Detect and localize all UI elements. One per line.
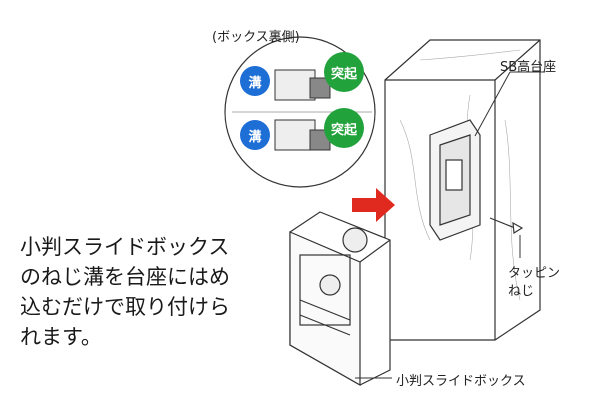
tapping-screw-label-line2: ねじ [508, 284, 535, 299]
groove-badge-1: 溝 [240, 66, 270, 96]
leader-lines [355, 71, 545, 379]
protrusion-badge-2: 突起 [324, 108, 364, 148]
sb-base-label: SB高台座 [500, 60, 557, 75]
caption-line-2: のねじ溝を台座にはめ [20, 265, 230, 289]
tapping-screw-label-line1: タッピン [508, 266, 561, 281]
detail-contents [232, 69, 372, 151]
slide-box-label: 小判スライドボックス [396, 374, 526, 389]
caption-line-4: れます。 [20, 325, 102, 349]
caption-line-3: 込むだけで取り付けら [20, 295, 230, 319]
caption-line-1: 小判スライドボックス [20, 235, 230, 259]
protrusion-badge-1: 突起 [324, 52, 364, 92]
sb-mount-base [429, 119, 481, 241]
groove-badge-2: 溝 [240, 120, 270, 150]
tapping-screw [489, 217, 524, 235]
caption: 小判スライドボックス のねじ溝を台座にはめ 込むだけで取り付けら れます。 [20, 232, 290, 352]
insert-arrow [352, 188, 395, 222]
box-back-label: (ボックス裏側) [212, 30, 300, 45]
slide-box [289, 211, 391, 387]
